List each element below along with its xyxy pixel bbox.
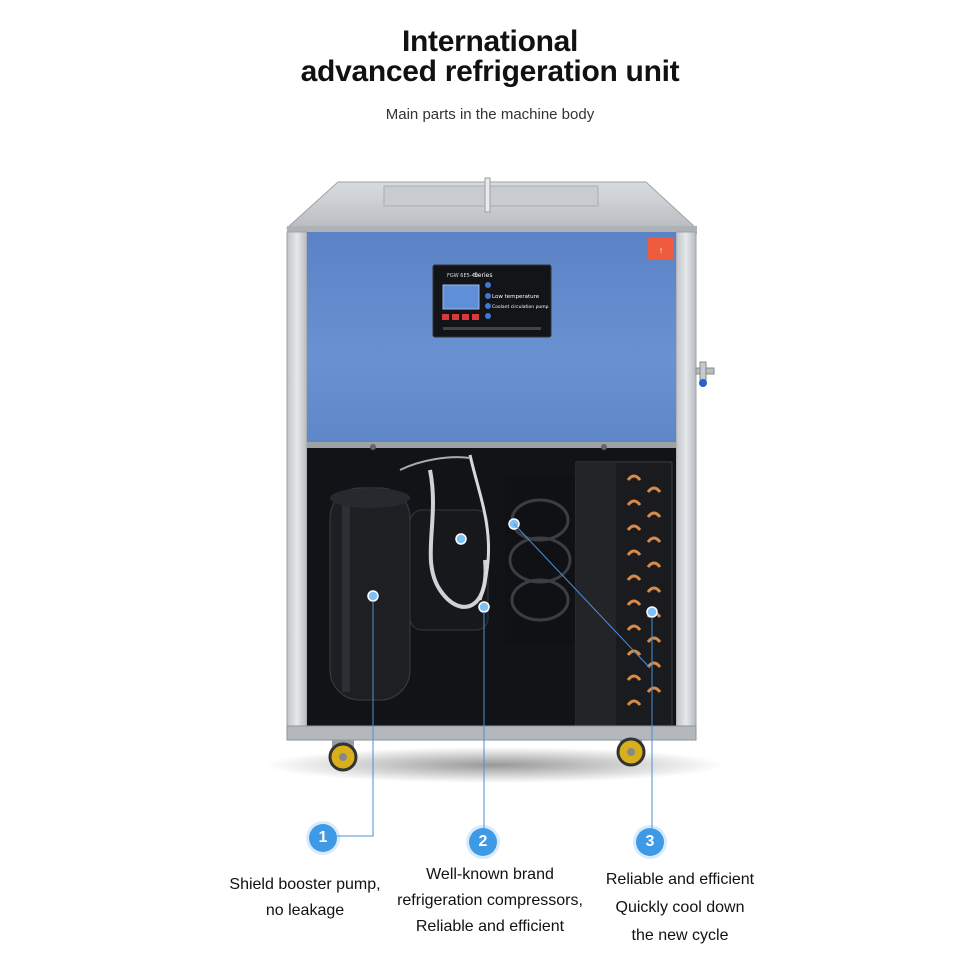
callout-dot-1	[367, 590, 379, 602]
control-panel: FGW 6E5-40 Series Low temperature Coolan…	[432, 264, 552, 338]
callout-1-line-1: Shield booster pump,	[229, 876, 381, 893]
leader-line-3a	[513, 523, 651, 669]
page-title-line1: International	[401, 25, 579, 58]
refrigeration-compressor	[399, 454, 491, 631]
callout-3-line-3: the new cycle	[631, 927, 729, 944]
callout-description-3: Reliable and efficient Quickly cool down…	[580, 866, 780, 950]
callout-description-1: Shield booster pump, no leakage	[200, 872, 410, 924]
panel-line2: Coolant circulation pump	[492, 304, 549, 310]
page-title-line2: advanced refrigeration unit	[300, 55, 680, 88]
leader-line-1	[337, 601, 374, 837]
callout-description-2: Well-known brand refrigeration compresso…	[380, 862, 600, 940]
callout-2-line-2: refrigeration compressors,	[397, 892, 583, 909]
svg-text:!: !	[660, 247, 663, 255]
water-valve-icon	[695, 361, 715, 387]
callout-2-line-1: Well-known brand	[426, 866, 554, 883]
callout-dot-2b	[478, 601, 490, 613]
callout-3-line-1: Reliable and efficient	[605, 871, 755, 888]
cooling-fan	[505, 475, 575, 645]
panel-model-label: FGW 6E5-40	[447, 273, 478, 279]
callout-badge-1: 1	[309, 824, 337, 852]
condenser-coil	[575, 461, 673, 727]
panel-series-label: Series	[474, 272, 492, 279]
machine-base	[286, 725, 697, 741]
warning-label-icon	[648, 238, 674, 260]
callout-dot-3b	[646, 606, 658, 618]
caster-wheel-icon	[616, 737, 646, 767]
callout-2-line-3: Reliable and efficient	[415, 918, 565, 935]
right-frame	[675, 231, 697, 739]
page-subtitle: Main parts in the machine body	[385, 106, 595, 123]
callout-3-line-2: Quickly cool down	[615, 899, 745, 916]
callout-1-line-2: no leakage	[265, 902, 345, 919]
callout-badge-3: 3	[636, 828, 664, 856]
floor-shadow	[265, 747, 725, 783]
panel-line1: Low temperature	[492, 294, 540, 300]
caster-wheel-icon	[328, 740, 358, 772]
callout-dot-2a	[455, 533, 467, 545]
callout-badge-2: 2	[469, 828, 497, 856]
left-frame	[286, 231, 308, 739]
